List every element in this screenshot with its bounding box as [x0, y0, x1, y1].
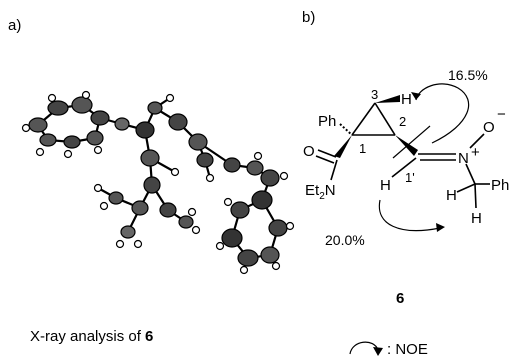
c1prime-locant: 1' [405, 170, 415, 185]
xray-caption: X-ray analysis of 6 [30, 328, 153, 345]
noe-legend-arrowhead-icon [373, 347, 383, 356]
structure-bonds [315, 95, 490, 209]
noe-legend: : NOE [349, 341, 428, 358]
amide-nitrogen-label: Et2N [305, 182, 336, 202]
noe-legend-label: : NOE [387, 341, 428, 358]
c1-locant: 1 [359, 141, 366, 156]
methylene-h1-label: H [446, 187, 457, 204]
c2-locant: 2 [399, 114, 406, 129]
phenyl-right-label: Ph [491, 177, 509, 194]
panel-a-label: a) [8, 17, 21, 34]
h3-label: H [401, 91, 412, 108]
noe-value-top: 16.5% [448, 67, 488, 83]
methylene-h2-label: H [471, 210, 482, 227]
oxygen-minus-sign: − [497, 106, 506, 123]
nitrone-plus-sign: + [471, 144, 480, 161]
c3-locant: 3 [371, 87, 378, 102]
xray-structure [36, 97, 280, 260]
xray-atoms [21, 90, 295, 275]
imine-h-label: H [380, 177, 391, 194]
atom-labels: Ph H 3 2 1 1' O Et2N H N + O − H H Ph [303, 87, 509, 227]
panel-b-label: b) [302, 9, 315, 26]
phenyl-left-label: Ph [318, 113, 336, 130]
nitrone-nitrogen-label: N [458, 150, 469, 167]
noe-arrows [378, 83, 470, 232]
compound-number: 6 [396, 290, 404, 307]
nitrone-oxygen-label: O [483, 119, 495, 136]
carbonyl-oxygen-label: O [303, 143, 315, 160]
noe-value-bottom: 20.0% [325, 232, 365, 248]
